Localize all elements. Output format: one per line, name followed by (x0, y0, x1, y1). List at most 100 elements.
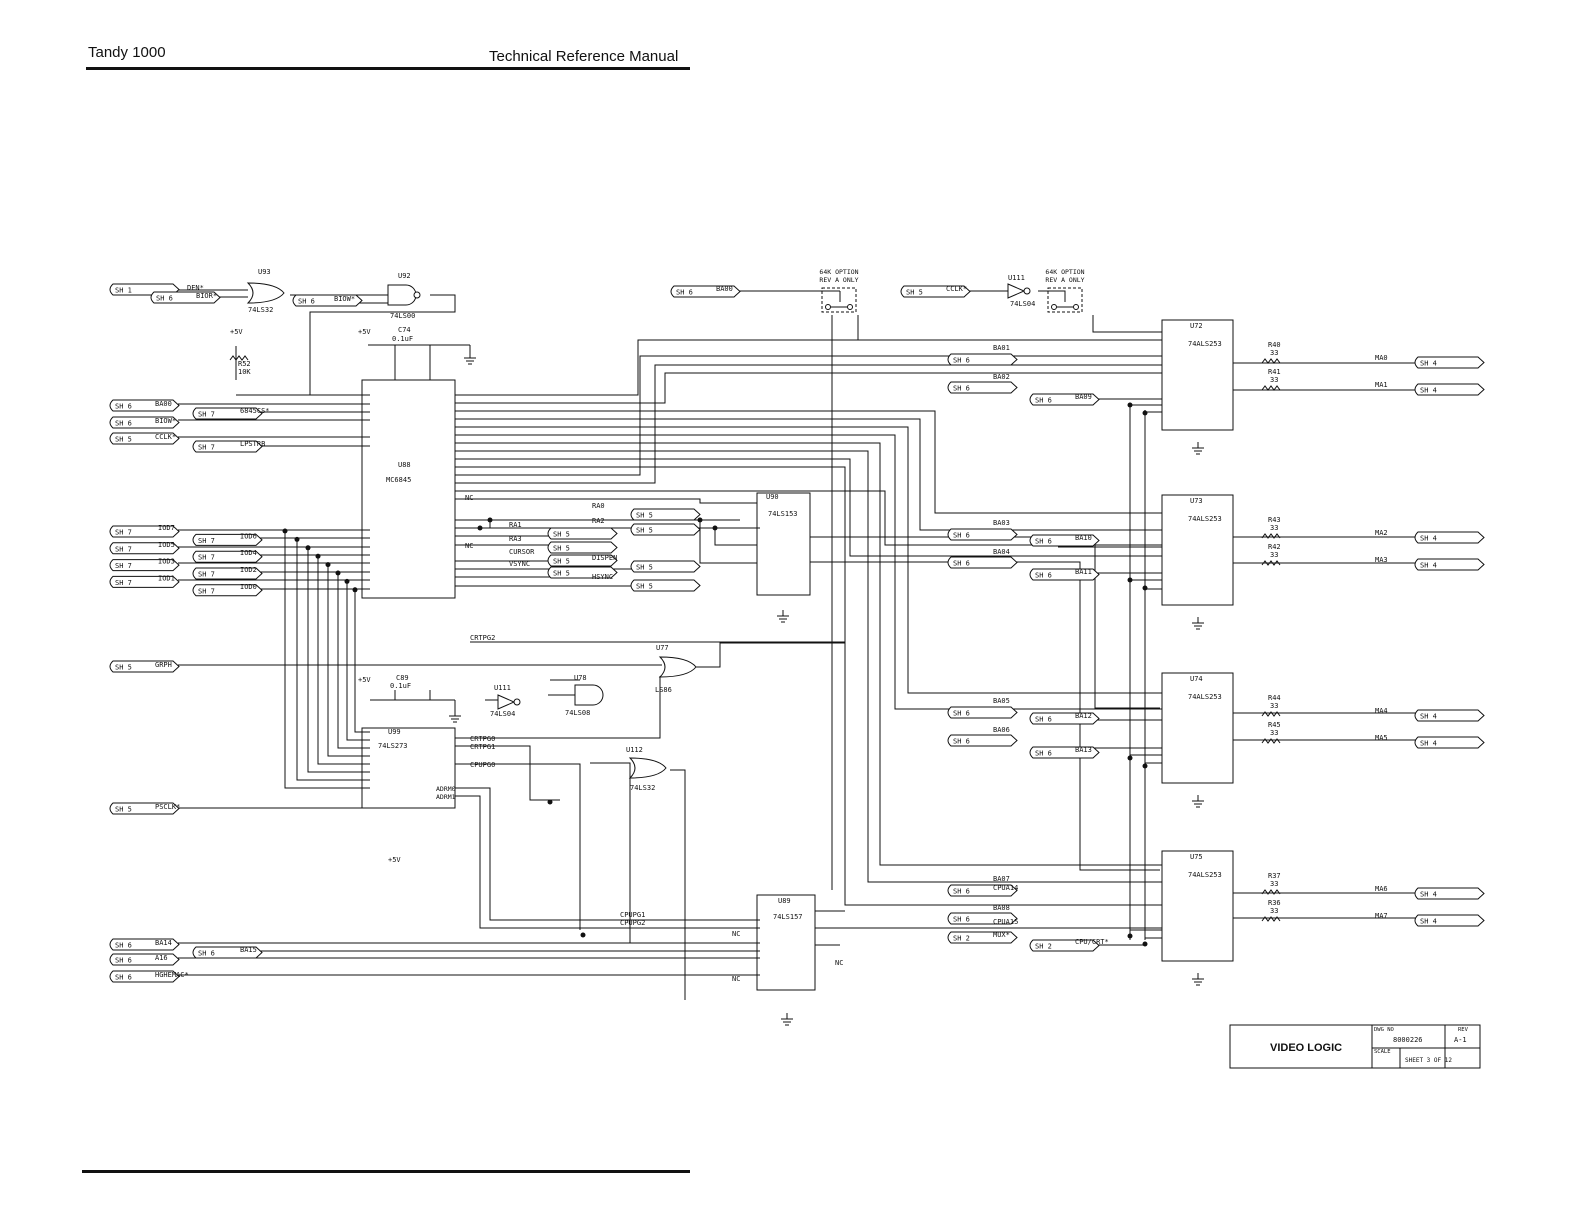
mux-ba-a-connector-0-text: SH 6 (953, 357, 970, 365)
mux-ba-b-label-1: BA04 (993, 548, 1010, 556)
mux-out2-connector-0-text: SH 4 (1420, 387, 1437, 395)
cpupg1-label: CPUPG1 (620, 911, 645, 919)
option-box-2-pin-b (1073, 304, 1079, 310)
ba15-signal: BA15 (240, 946, 257, 954)
iod-connector-0 (109, 525, 180, 538)
mux-chip-u75 (1161, 850, 1234, 962)
option-box-1-line1: 64K OPTION (819, 268, 858, 276)
mux-part-3: 74ALS253 (1188, 871, 1222, 879)
option-box-1-pin-a (825, 304, 831, 310)
den-signal: DEN* (187, 284, 204, 292)
u112-gate (628, 757, 667, 779)
a16-connector-text: SH 6 (115, 957, 132, 965)
nc-label-4: NC (732, 975, 740, 983)
ba15-connector-text: SH 6 (198, 950, 215, 958)
mux-chip-u73 (1161, 494, 1234, 606)
mux-ba-b-connector-2-text: SH 6 (953, 738, 970, 746)
crtc-out-label-7: HSYNC (592, 573, 613, 581)
iod-junction-7 (352, 587, 358, 593)
u90-part: 74LS153 (768, 510, 798, 518)
mux-ma1-label-1: MA2 (1375, 529, 1388, 537)
junction-layer (282, 402, 1148, 947)
c74-ground (464, 352, 476, 365)
vcc-u99-clr: +5V (388, 856, 401, 864)
vcc-c74: +5V (358, 328, 371, 336)
u111b-inverter (497, 694, 516, 710)
u77-gate (658, 656, 697, 678)
mux-connector (947, 931, 1018, 944)
u77-part: LS86 (655, 686, 672, 694)
crtc-out-connector-5 (630, 560, 701, 573)
mux-ba-a-label-0: BA01 (993, 344, 1010, 352)
hghemac-connector (109, 970, 180, 983)
biow-left-connector (109, 416, 180, 429)
mux-ba-b-connector-0-text: SH 6 (953, 385, 970, 393)
iod-junction-5 (335, 570, 341, 576)
mux-out1-connector-0 (1414, 356, 1485, 369)
header-title-left: Tandy 1000 (88, 44, 166, 61)
header-rule (86, 67, 690, 70)
crtc-out-connector-3-text: SH 5 (553, 545, 570, 553)
mux-out2-connector-2 (1414, 736, 1485, 749)
ra-junction-2 (477, 525, 483, 531)
cclk-left-connector-text: SH 5 (115, 436, 132, 444)
title-block-rev: A-1 (1454, 1036, 1467, 1044)
crtpg2-label: CRTPG2 (470, 634, 495, 642)
mux-junction-a-2 (1127, 755, 1133, 761)
nc-label-1: NC (465, 494, 473, 502)
cpua14-label: CPUA14 (993, 884, 1018, 892)
iod-junction-2 (305, 545, 311, 551)
mux-ba-b-connector-2 (947, 734, 1018, 747)
u93-part: 74LS32 (248, 306, 273, 314)
mux-ma2-label-1: MA3 (1375, 556, 1388, 564)
biow-left-connector-text: SH 6 (115, 420, 132, 428)
crtc-out-connector-7-text: SH 5 (636, 583, 653, 591)
mux-chip-u74 (1161, 672, 1234, 784)
title-block-rev-label: REV (1458, 1027, 1469, 1033)
mux-ba-a2-connector-1 (1029, 534, 1100, 547)
iod-connector-5-text: SH 7 (198, 571, 215, 579)
adrm0-label: ADRM0 (436, 785, 456, 793)
cpucrt-connector-text: SH 2 (1035, 943, 1052, 951)
mux-r1-value-3: 33 (1270, 880, 1278, 888)
crtc-out-connector-4-text: SH 5 (553, 558, 570, 566)
biow-left-signal: BIOW* (155, 417, 176, 425)
u88-part: MC6845 (386, 476, 411, 484)
block-layer (109, 282, 1485, 1069)
mux-ba-a-connector-1 (947, 528, 1018, 541)
mux-r2-ref-0: R41 (1268, 368, 1281, 376)
mux-ma2-label-3: MA7 (1375, 912, 1388, 920)
mux-ma1-label-0: MA0 (1375, 354, 1388, 362)
u99-chip (361, 727, 456, 809)
u90-ref: U90 (766, 493, 779, 501)
s6845cs-signal: 6845CS* (240, 407, 270, 415)
cclk-left-connector (109, 432, 180, 445)
mux-ground-0 (1192, 442, 1204, 455)
mux-ba-b-label-3: BA08 (993, 904, 1010, 912)
mux-ba-b-connector-3-text: SH 6 (953, 916, 970, 924)
mux-out2-connector-0 (1414, 383, 1485, 396)
crtc-out-connector-4 (547, 554, 618, 567)
mux-junction-b-3 (1142, 941, 1148, 947)
c89-value: 0.1uF (390, 682, 411, 690)
mux-ba-a2-connector-1-text: SH 6 (1035, 538, 1052, 546)
mux-ba-b-connector-1-text: SH 6 (953, 560, 970, 568)
r52-resistor (229, 355, 249, 361)
mux-out1-connector-1-text: SH 4 (1420, 535, 1437, 543)
crtc-out-connector-5-text: SH 5 (636, 564, 653, 572)
u92-gate (387, 284, 417, 306)
vcc-r52: +5V (230, 328, 243, 336)
cclk-top-connector-text: SH 5 (906, 289, 923, 297)
iod-signal-0: IOD7 (158, 524, 175, 532)
mux-ba-b2-connector-0 (1029, 393, 1100, 406)
title-block-scale-label: SCALE (1374, 1049, 1391, 1055)
option-box-2-line2: REV A ONLY (1045, 276, 1084, 284)
mux-r1-value-2: 33 (1270, 702, 1278, 710)
u112-junction (580, 932, 586, 938)
iod-connector-6-text: SH 7 (115, 579, 132, 587)
mux-ba-a-connector-0 (947, 353, 1018, 366)
crtc-out-label-1: RA1 (509, 521, 522, 529)
cpucrt-connector (1029, 939, 1100, 952)
iod-connector-6 (109, 575, 180, 588)
mux-chip-u72 (1161, 319, 1234, 431)
